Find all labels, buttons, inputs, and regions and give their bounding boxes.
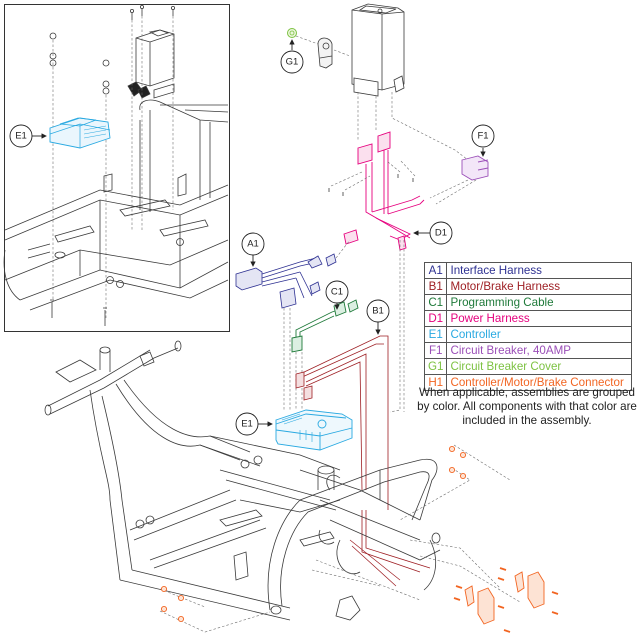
- inset-frame-structure: [3, 99, 229, 311]
- e1-controller: [275, 409, 353, 451]
- legend-part-name: Controller/Motor/Brake Connector: [446, 374, 632, 391]
- legend-code: F1: [423, 342, 448, 359]
- callout-b1: B1: [366, 299, 390, 335]
- main-seat-post-tower: [351, 3, 405, 97]
- callout-e1-inset: E1: [9, 124, 47, 148]
- callout-g1: G1: [280, 39, 304, 74]
- inset-screws: [129, 5, 175, 20]
- legend-part-name: Motor/Brake Harness: [446, 278, 632, 295]
- legend-code: H1: [423, 374, 448, 391]
- callout-c1: C1: [325, 280, 349, 310]
- inset-seat-post-tower: [127, 29, 175, 99]
- svg-text:D1: D1: [435, 228, 447, 239]
- inset-bottom-bolts: [50, 299, 107, 326]
- tower-screws: [328, 159, 416, 196]
- inset-frame-drawing: [3, 5, 229, 326]
- legend-part-name: Circuit Breaker Cover: [446, 358, 632, 375]
- svg-text:A1: A1: [247, 239, 259, 250]
- main-frame-drawing: [44, 340, 441, 621]
- legend-code: D1: [423, 310, 448, 327]
- legend-part-name: Programming Cable: [446, 294, 632, 311]
- g1-circuit-breaker-cover: [287, 28, 297, 38]
- inset-nuts-left: [49, 32, 110, 95]
- legend-code: G1: [423, 358, 448, 375]
- a1-interface-harness: [235, 253, 337, 309]
- inset-detail-frame: [4, 4, 230, 332]
- main-circuit-breaker-housing: [295, 35, 351, 69]
- svg-text:F1: F1: [477, 131, 488, 142]
- legend-code: A1: [423, 262, 448, 279]
- svg-text:E1: E1: [241, 419, 253, 430]
- inset-controller-e1: [49, 117, 111, 149]
- legend-note: When applicable, assemblies are grouped …: [417, 386, 637, 427]
- callout-f1: F1: [471, 124, 495, 157]
- callout-d1: D1: [413, 221, 453, 245]
- legend-part-name: Interface Harness: [446, 262, 632, 279]
- legend-code: E1: [423, 326, 448, 343]
- callout-a1: A1: [241, 232, 265, 267]
- c1-programming-cable: [291, 299, 359, 353]
- svg-text:G1: G1: [286, 57, 299, 68]
- legend-code: C1: [423, 294, 448, 311]
- svg-text:B1: B1: [372, 306, 384, 317]
- svg-text:E1: E1: [15, 131, 27, 142]
- h1-controller-motor-brake-connector: [160, 445, 559, 633]
- legend-part-name: Power Harness: [446, 310, 632, 327]
- f1-circuit-breaker: [461, 155, 489, 181]
- legend-code: B1: [423, 278, 448, 295]
- callout-e1-main: E1: [235, 412, 273, 436]
- b1-motor-brake-harness: [295, 335, 431, 587]
- legend-part-name: Controller: [446, 326, 632, 343]
- svg-text:C1: C1: [331, 287, 343, 298]
- legend-part-name: Circuit Breaker, 40AMP: [446, 342, 632, 359]
- d1-power-harness: [343, 131, 425, 251]
